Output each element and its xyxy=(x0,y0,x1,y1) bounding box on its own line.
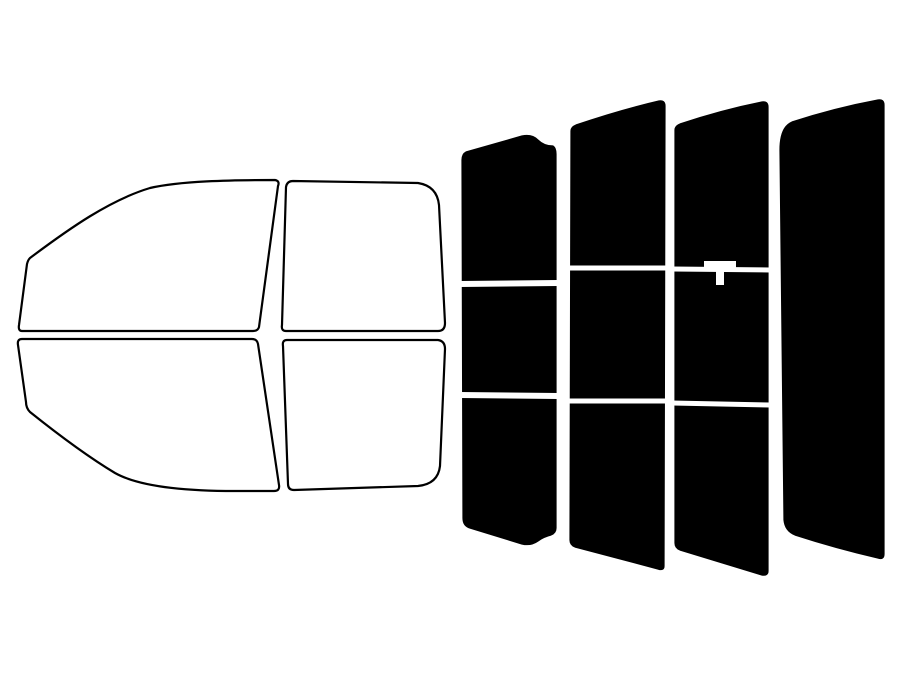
tint-column-1 xyxy=(461,134,557,546)
rear-lower-window-outline xyxy=(281,338,447,492)
divider-column-1-upper xyxy=(459,280,559,287)
front-lower-window-outline xyxy=(16,337,281,493)
mirror-mount-cutout xyxy=(704,261,736,285)
divider-column-1-lower xyxy=(459,392,559,399)
tint-column-2 xyxy=(569,100,666,571)
tint-column-4 xyxy=(779,99,885,560)
side-window-group xyxy=(16,178,447,493)
front-upper-window-outline xyxy=(17,178,280,333)
tint-column-3 xyxy=(674,101,769,576)
divider-column-3-lower xyxy=(671,400,771,408)
tint-columns-group xyxy=(461,99,885,576)
rear-upper-window-outline xyxy=(280,179,447,333)
